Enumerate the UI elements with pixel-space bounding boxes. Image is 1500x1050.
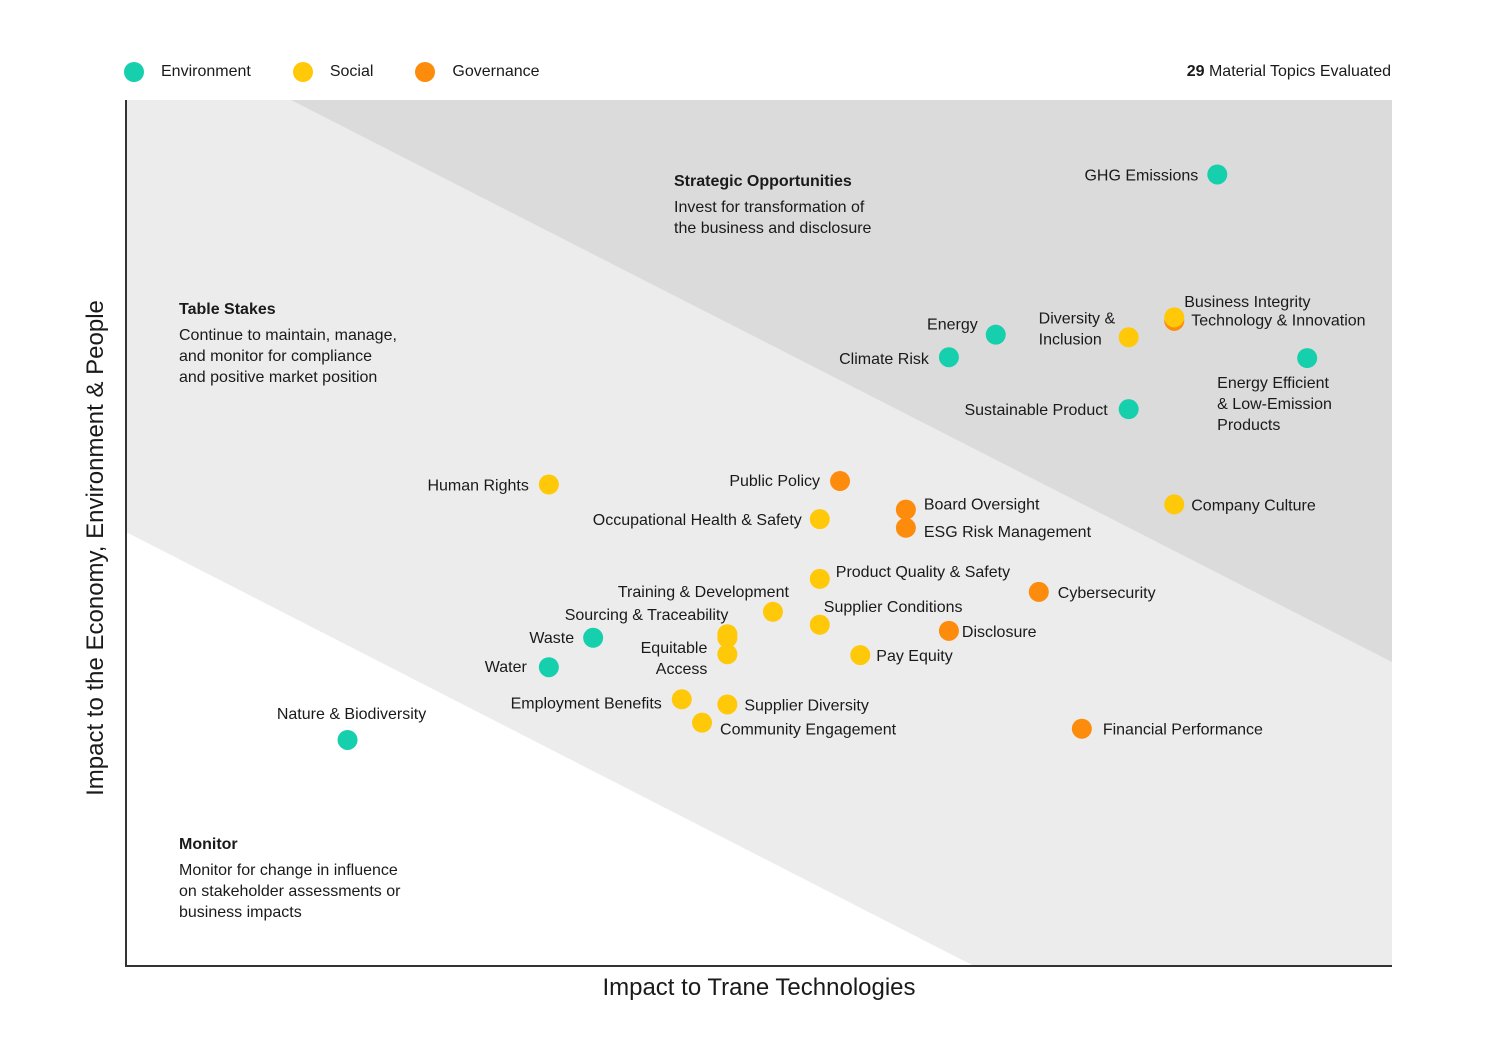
point-energy [985,324,1006,345]
point-nature-biodiversity [337,729,358,750]
label-pay-equity: Pay Equity [876,648,952,665]
label-sourcing-traceability: Sourcing & Traceability [565,607,729,624]
monitor-zone-title: Monitor [179,836,238,853]
point-sustainable-product [1118,399,1139,420]
label-human-rights: Human Rights [427,478,528,495]
point-supplier-conditions [809,614,830,635]
point-pay-equity [850,645,871,666]
legend-label-social: Social [329,63,374,80]
point-equitable-access [717,644,738,665]
label-occupational-health-safety: Occupational Health & Safety [593,512,802,529]
label-public-policy: Public Policy [729,473,820,490]
legend-label-governance: Governance [452,63,540,80]
legend: Environment Social Governance [124,62,582,82]
label-technology-innovation: Technology & Innovation [1191,312,1365,329]
x-axis-label: Impact to Trane Technologies [602,974,916,1001]
topic-count-text: Material Topics Evaluated [1208,63,1391,80]
point-community-engagement [692,712,713,733]
point-diversity-inclusion [1118,327,1139,348]
label-waste: Waste [529,630,574,647]
point-ghg-emissions [1207,164,1228,185]
strategic-zone-title: Strategic Opportunities [674,173,852,190]
label-diversity-inclusion: Diversity &Inclusion [1039,310,1116,348]
point-cybersecurity [1028,581,1049,602]
point-occupational-health-safety [809,509,830,530]
point-training-development [762,601,783,622]
point-public-policy [830,471,851,492]
label-disclosure: Disclosure [962,624,1037,641]
strategic-opportunities-zone [291,100,1392,662]
point-company-culture [1164,494,1185,515]
point-climate-risk [938,347,959,368]
label-energy: Energy [927,317,978,334]
legend-dot-environment [124,62,144,82]
point-energy-efficient-low-emission-products [1297,348,1318,369]
label-water: Water [485,659,528,676]
point-equitable-access-2 [717,624,738,645]
strategic-zone-description: Invest for transformation of the busines… [674,199,872,237]
label-financial-performance: Financial Performance [1103,722,1263,739]
legend-item-environment: Environment [124,62,251,82]
label-cybersecurity: Cybersecurity [1058,585,1156,602]
label-board-oversight: Board Oversight [924,497,1040,514]
label-nature-biodiversity: Nature & Biodiversity [277,706,426,723]
points-layer [337,164,1318,750]
label-training-development: Training & Development [618,584,790,601]
point-financial-performance [1071,718,1092,739]
label-climate-risk: Climate Risk [839,351,930,368]
legend-dot-social [292,62,313,82]
point-water [538,657,559,678]
point-waste [583,627,604,648]
monitor-zone-description: Monitor for change in influence on stake… [179,862,401,921]
label-ghg-emissions: GHG Emissions [1084,167,1198,184]
label-esg-risk-management: ESG Risk Management [924,524,1092,541]
topic-count: 29 Material Topics Evaluated [1187,63,1391,81]
label-employment-benefits: Employment Benefits [511,695,662,712]
legend-item-social: Social [292,62,374,82]
table-stakes-zone-title: Table Stakes [179,301,276,318]
point-disclosure [938,620,959,641]
legend-label-environment: Environment [161,63,251,80]
label-supplier-conditions: Supplier Conditions [824,599,963,616]
label-sustainable-product: Sustainable Product [964,402,1108,419]
point-board-oversight [895,499,916,520]
topic-count-number: 29 [1186,63,1205,80]
table-stakes-zone-description: Continue to maintain, manage, and monito… [179,327,397,386]
label-supplier-diversity: Supplier Diversity [744,697,868,714]
label-community-engagement: Community Engagement [720,722,897,739]
point-human-rights [538,474,559,495]
label-product-quality-safety: Product Quality & Safety [836,564,1010,581]
point-employment-benefits [671,689,692,710]
label-company-culture: Company Culture [1191,497,1316,514]
legend-item-governance: Governance [415,62,540,82]
label-business-integrity: Business Integrity [1184,294,1310,311]
y-axis-label: Impact to the Economy, Environment & Peo… [82,300,109,796]
point-esg-risk-management [895,517,916,538]
legend-dot-governance [415,62,436,82]
point-technology-innovation [1164,307,1185,328]
point-product-quality-safety [809,568,830,589]
point-supplier-diversity [717,694,738,715]
